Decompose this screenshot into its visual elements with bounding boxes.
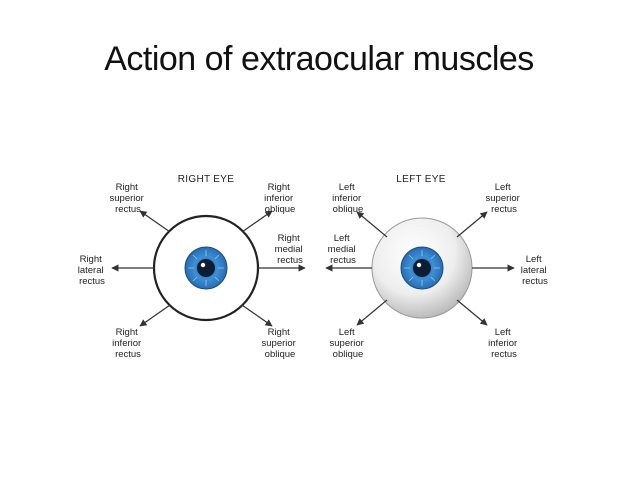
left-superior-rectus-arrow bbox=[456, 211, 488, 238]
right-iris-streaks bbox=[188, 250, 224, 286]
left-eye-heading: LEFT EYE bbox=[396, 174, 445, 185]
left-inferior-oblique-arrow bbox=[356, 211, 388, 238]
right-inferior-oblique-label: Right inferior oblique bbox=[264, 182, 296, 215]
left-superior-rectus-label: Left superior rectus bbox=[486, 182, 523, 215]
left-pupil bbox=[413, 259, 431, 277]
right-pupil bbox=[197, 259, 215, 277]
right-pupil-highlight bbox=[200, 262, 206, 268]
right-inferior-rectus-arrow bbox=[139, 304, 171, 327]
left-superior-oblique-label: Left superior oblique bbox=[330, 327, 367, 360]
right-lateral-rectus-label: Right lateral rectus bbox=[78, 254, 107, 287]
right-eye-heading: RIGHT EYE bbox=[178, 174, 234, 185]
left-superior-oblique-arrow bbox=[356, 299, 388, 326]
right-inferior-oblique-arrow bbox=[241, 210, 273, 233]
left-inferior-oblique-label: Left inferior oblique bbox=[332, 182, 364, 215]
left-inferior-rectus-label: Left inferior rectus bbox=[488, 327, 520, 360]
left-medial-rectus-label: Left medial rectus bbox=[328, 233, 359, 266]
right-superior-oblique-label: Right superior oblique bbox=[262, 327, 299, 360]
right-eye-group: RIGHT EYE Right superior rectus bbox=[78, 174, 306, 360]
slide-title: Action of extraocular muscles bbox=[104, 40, 534, 78]
left-inferior-rectus-arrow bbox=[456, 299, 488, 326]
right-superior-oblique-arrow bbox=[241, 304, 273, 327]
right-superior-rectus-label: Right superior rectus bbox=[110, 182, 147, 215]
right-medial-rectus-label: Right medial rectus bbox=[275, 233, 306, 266]
right-inferior-rectus-label: Right inferior rectus bbox=[112, 327, 144, 360]
left-lateral-rectus-label: Left lateral rectus bbox=[521, 254, 550, 287]
right-superior-rectus-arrow bbox=[139, 210, 171, 233]
left-iris-streaks bbox=[404, 250, 440, 286]
left-pupil-highlight bbox=[416, 262, 422, 268]
left-eye-group: LEFT EYE Left inferior oblique bbox=[325, 174, 550, 360]
